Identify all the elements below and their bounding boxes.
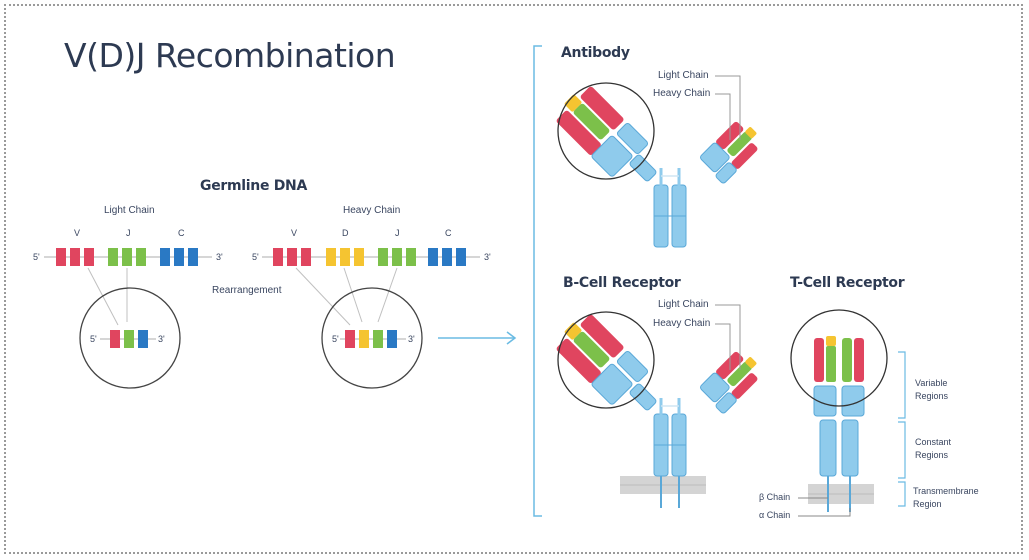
heavy-d-segments (326, 248, 364, 266)
page-title: V(D)J Recombination (64, 36, 396, 75)
heavy-d-label: D (342, 228, 349, 238)
heavy-chain-dna-label: Heavy Chain (343, 205, 401, 216)
heavy-3prime: 3' (484, 252, 491, 262)
light-v-label: V (74, 228, 81, 238)
antibody-light-chain-label: Light Chain (658, 70, 709, 81)
light-recombined-circle (79, 287, 181, 389)
transmembrane-line2: Region (913, 499, 942, 509)
variable-regions-line2: Regions (915, 391, 949, 401)
light-chain-dna-label: Light Chain (104, 205, 155, 216)
antibody-heavy-chain-label: Heavy Chain (653, 88, 711, 99)
rearrangement-label: Rearrangement (212, 285, 282, 296)
alpha-chain-label: α Chain (759, 510, 791, 520)
arrow-icon (438, 331, 517, 345)
bcell-heavy-chain-label: Heavy Chain (653, 318, 711, 329)
transmembrane-line1: Transmembrane (913, 486, 979, 496)
constant-regions-line2: Regions (915, 450, 949, 460)
light-recombined-3prime: 3' (158, 334, 165, 344)
dotted-frame (4, 4, 1023, 554)
germline-heading: Germline DNA (200, 178, 307, 194)
heavy-v-label: V (291, 228, 298, 238)
light-j-label: J (126, 228, 131, 238)
bcell-light-chain-label: Light Chain (658, 299, 709, 310)
bcell-heading: B-Cell Receptor (563, 275, 681, 291)
heavy-v-segments (273, 248, 311, 266)
light-chain-dna (44, 248, 212, 326)
bracket (533, 45, 542, 517)
antibody-structure (556, 75, 758, 248)
light-recombined-5prime: 5' (90, 334, 97, 344)
bcell-receptor-structure (556, 304, 758, 508)
variable-regions-line1: Variable (915, 378, 948, 388)
heavy-c-label: C (445, 228, 452, 238)
heavy-5prime: 5' (252, 252, 259, 262)
constant-regions-line1: Constant (915, 437, 952, 447)
light-c-segments (160, 248, 198, 266)
heavy-c-segments (428, 248, 466, 266)
light-5prime: 5' (33, 252, 40, 262)
heavy-j-label: J (395, 228, 400, 238)
heavy-recombined-circle (321, 287, 423, 389)
light-c-label: C (178, 228, 185, 238)
heavy-chain-dna (262, 248, 480, 326)
light-3prime: 3' (216, 252, 223, 262)
tcell-heading: T-Cell Receptor (790, 275, 905, 291)
tcell-receptor-structure (790, 309, 906, 517)
heavy-recombined-5prime: 5' (332, 334, 339, 344)
heavy-j-segments (378, 248, 416, 266)
light-j-segments (108, 248, 146, 266)
light-v-segments (56, 248, 94, 266)
beta-chain-label: β Chain (759, 492, 791, 502)
heavy-recombined-3prime: 3' (408, 334, 415, 344)
antibody-heading: Antibody (561, 45, 630, 61)
